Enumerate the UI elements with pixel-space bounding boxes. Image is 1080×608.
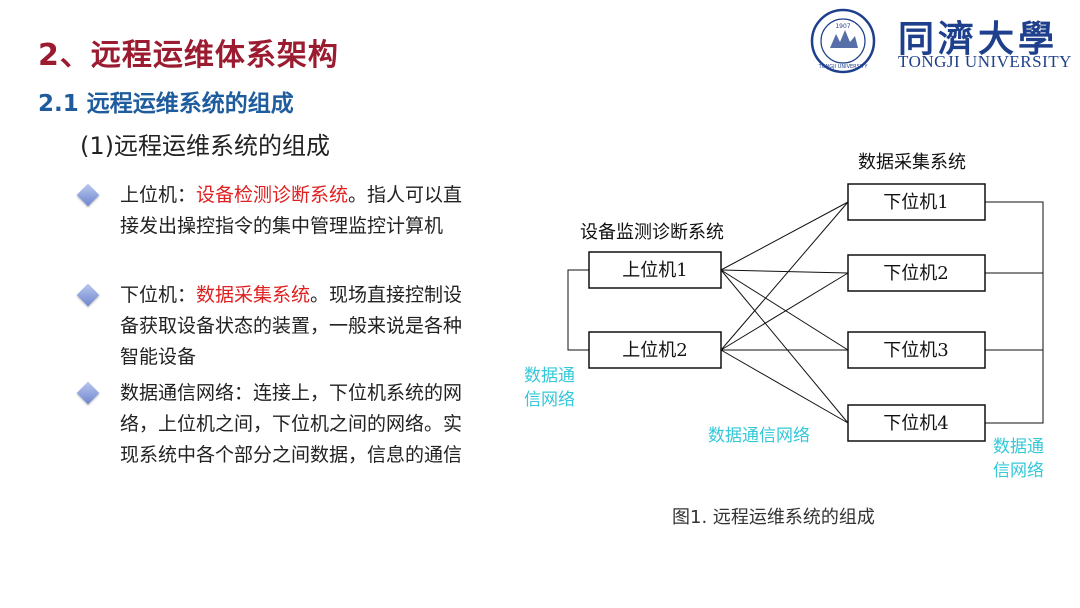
- logo-chinese-name: 同濟大學: [898, 18, 1059, 60]
- link-u2-l4: [720, 349, 849, 424]
- link-u2-l1: [720, 201, 849, 351]
- lower-node-2: 下位机2: [847, 254, 986, 292]
- bullet-line3: 智能设备: [120, 346, 197, 368]
- university-seal-icon: 1907 TONGJI UNIVERSITY: [810, 8, 876, 74]
- net-right-label-line2: 信网络: [993, 461, 1044, 481]
- upper-node-1: 上位机1: [588, 251, 722, 289]
- lower-node-1: 下位机1: [847, 183, 986, 221]
- bullet-line1-rest: 。现场直接控制设: [310, 284, 463, 306]
- net-center-label: 数据通信网络: [708, 426, 810, 446]
- right-network-link: [985, 201, 1044, 424]
- page-title: 2、远程运维体系架构: [38, 38, 339, 73]
- bullet-line2: 络，上位机之间，下位机之间的网络。实: [120, 413, 463, 435]
- figure-caption: 图1. 远程运维系统的组成: [672, 507, 875, 528]
- lower-node-2-label: 下位机2: [883, 263, 948, 284]
- bullet-upper-computer: 上位机：设备检测诊断系统。指人可以直 接发出操控指令的集中管理监控计算机: [74, 180, 504, 242]
- bullet-lower-computer: 下位机：数据采集系统。现场直接控制设 备获取设备状态的装置，一般来说是各种 智能…: [74, 280, 504, 373]
- link-u1-l1: [720, 201, 849, 271]
- bullet-prefix: 上位机：: [120, 184, 197, 206]
- lower-node-4: 下位机4: [847, 404, 986, 442]
- bullet-highlight: 数据采集系统: [196, 284, 311, 306]
- bullet-line2: 接发出操控指令的集中管理监控计算机: [120, 215, 444, 237]
- bullet-prefix: 下位机：: [120, 284, 197, 306]
- seal-text: TONGJI UNIVERSITY: [818, 64, 869, 70]
- bullet-network: 数据通信网络：连接上，下位机系统的网 络，上位机之间，下位机之间的网络。实 现系…: [74, 378, 504, 471]
- page-subtitle: 2.1 远程运维系统的组成: [38, 91, 294, 117]
- tongji-logo: 1907 TONGJI UNIVERSITY 同濟大學 TONGJI UNIVE…: [810, 8, 1072, 74]
- left-network-link: [567, 269, 589, 351]
- link-u1-l3: [720, 269, 849, 351]
- bullet-line2: 备获取设备状态的装置，一般来说是各种: [120, 315, 463, 337]
- logo-english-name: TONGJI UNIVERSITY: [898, 52, 1072, 71]
- lower-node-3-label: 下位机3: [883, 340, 948, 361]
- lower-node-4-label: 下位机4: [883, 413, 948, 434]
- link-u1-l4: [720, 269, 849, 424]
- bullet-line1-rest: 。指人可以直: [348, 184, 463, 206]
- lower-node-3: 下位机3: [847, 331, 986, 369]
- right-group-label: 数据采集系统: [858, 152, 966, 173]
- net-left-label-line2: 信网络: [524, 390, 575, 410]
- link-u2-l2: [720, 272, 849, 351]
- left-group-label: 设备监测诊断系统: [580, 222, 724, 243]
- upper-node-1-label: 上位机1: [622, 260, 687, 281]
- bullet-line3: 现系统中各个部分之间数据，信息的通信: [120, 444, 463, 466]
- bullet-highlight: 设备检测诊断系统: [196, 184, 349, 206]
- lower-node-1-label: 下位机1: [883, 192, 948, 213]
- net-left-label-line1: 数据通: [524, 366, 575, 386]
- seal-year: 1907: [835, 23, 850, 30]
- bullet-line1: 数据通信网络：连接上，下位机系统的网: [120, 382, 463, 404]
- section-heading: (1)远程运维系统的组成: [80, 132, 330, 160]
- upper-node-2: 上位机2: [588, 331, 722, 369]
- net-right-label-line1: 数据通: [993, 437, 1044, 457]
- upper-node-2-label: 上位机2: [622, 340, 687, 361]
- link-u1-l2: [720, 269, 849, 274]
